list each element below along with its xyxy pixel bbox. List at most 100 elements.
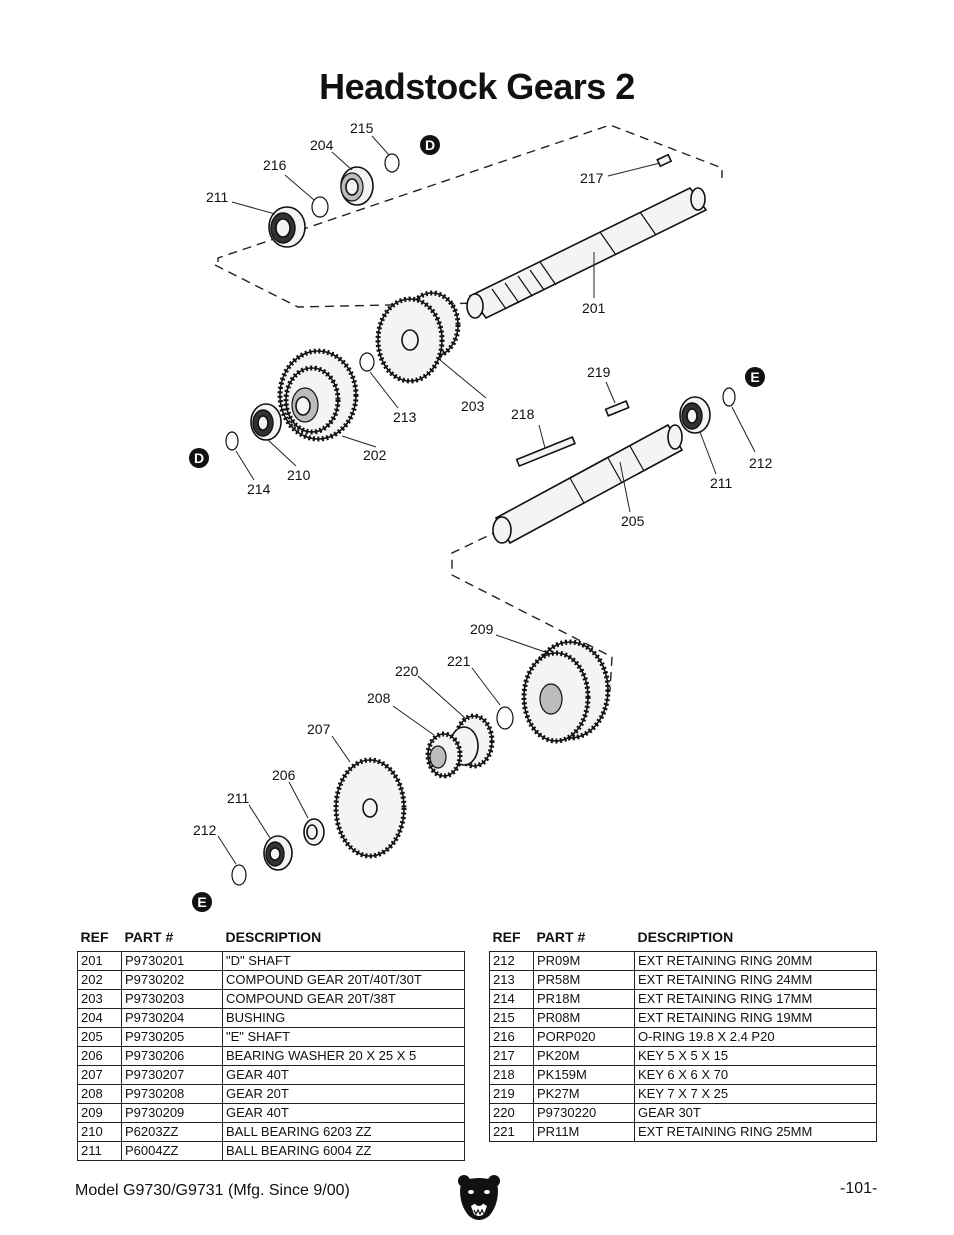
cell-ref: 206 (77, 1046, 122, 1066)
callout-217: 217 (580, 170, 604, 186)
badge-e-bottom: E (192, 892, 212, 912)
key-218 (515, 436, 576, 468)
cell-ref: 219 (489, 1084, 534, 1104)
assembly-line-d-top (217, 124, 723, 262)
cell-ref: 202 (77, 970, 122, 990)
e-shaft-205 (492, 423, 684, 545)
retaining-ring-215 (384, 153, 400, 173)
exploded-parts-diagram: 201 202 203 204 205 206 207 208 209 210 … (189, 120, 773, 912)
cell-ref: 218 (489, 1065, 534, 1085)
callout-210: 210 (287, 467, 311, 483)
cell-description: KEY 7 X 7 X 25 (634, 1084, 877, 1104)
compound-gear-202 (277, 348, 359, 442)
cell-description: COMPOUND GEAR 20T/40T/30T (222, 970, 465, 990)
cell-part-number: PR58M (533, 970, 635, 990)
callout-215: 215 (350, 120, 374, 136)
callout-207: 207 (307, 721, 331, 737)
cell-description: GEAR 40T (222, 1103, 465, 1123)
callout-202: 202 (363, 447, 387, 463)
col-header-description: DESCRIPTION (637, 929, 734, 945)
ball-bearing-211-top (268, 206, 306, 248)
callout-211-top: 211 (206, 189, 229, 205)
cell-part-number: P9730203 (121, 989, 223, 1009)
col-header-ref: REF (492, 929, 521, 945)
cell-part-number: PR09M (533, 951, 635, 971)
badge-e-right: E (745, 367, 765, 387)
callout-206: 206 (272, 767, 296, 783)
col-header-part: PART # (536, 929, 586, 945)
cell-part-number: PK27M (533, 1084, 635, 1104)
cell-part-number: PK20M (533, 1046, 635, 1066)
cell-ref: 213 (489, 970, 534, 990)
bearing-washer-206 (303, 818, 325, 846)
cell-description: GEAR 30T (634, 1103, 877, 1123)
page-number: -101- (840, 1180, 878, 1197)
svg-text:D: D (194, 450, 204, 466)
cell-description: EXT RETAINING RING 19MM (634, 1008, 877, 1028)
ball-bearing-211-bottom (263, 835, 293, 871)
cell-description: KEY 6 X 6 X 70 (634, 1065, 877, 1085)
gear-207 (333, 757, 407, 859)
cell-ref: 217 (489, 1046, 534, 1066)
cell-part-number: P9730205 (121, 1027, 223, 1047)
retaining-ring-221 (496, 706, 514, 730)
cell-description: EXT RETAINING RING 20MM (634, 951, 877, 971)
page-title: Headstock Gears 2 (319, 66, 635, 107)
cell-ref: 211 (77, 1141, 122, 1161)
callout-214: 214 (247, 481, 271, 497)
cell-part-number: P9730209 (121, 1103, 223, 1123)
cell-description: EXT RETAINING RING 17MM (634, 989, 877, 1009)
cell-ref: 201 (77, 951, 122, 971)
cell-ref: 210 (77, 1122, 122, 1142)
table-header-row: REF PART # DESCRIPTION (490, 929, 877, 952)
callout-208: 208 (367, 690, 391, 706)
cell-ref: 205 (77, 1027, 122, 1047)
callout-218: 218 (511, 406, 535, 422)
retaining-ring-212-bottom (231, 864, 247, 886)
gear-209 (521, 639, 611, 744)
cell-description: KEY 5 X 5 X 15 (634, 1046, 877, 1066)
cell-ref: 215 (489, 1008, 534, 1028)
cell-ref: 221 (489, 1122, 534, 1142)
d-shaft-201 (466, 186, 708, 320)
callout-211-bottom: 211 (227, 790, 250, 806)
callout-221: 221 (447, 653, 471, 669)
cell-part-number: PK159M (533, 1065, 635, 1085)
cell-ref: 214 (489, 989, 534, 1009)
cell-part-number: PR11M (533, 1122, 635, 1142)
key-219 (604, 400, 630, 417)
callout-203: 203 (461, 398, 485, 414)
cell-part-number: P9730207 (121, 1065, 223, 1085)
callout-220: 220 (395, 663, 419, 679)
cell-part-number: P9730202 (121, 970, 223, 990)
badge-d-left: D (189, 448, 209, 468)
grizzly-bear-head-logo-icon (458, 1175, 500, 1220)
callout-219: 219 (587, 364, 611, 380)
cell-part-number: P9730220 (533, 1103, 635, 1123)
callout-213: 213 (393, 409, 417, 425)
compound-gear-203 (375, 290, 461, 384)
cell-part-number: P6004ZZ (121, 1141, 223, 1161)
assembly-line-e (451, 529, 613, 691)
cell-ref: 208 (77, 1084, 122, 1104)
cell-part-number: P6203ZZ (121, 1122, 223, 1142)
cell-description: GEAR 40T (222, 1065, 465, 1085)
o-ring-216 (311, 196, 329, 218)
cell-description: BALL BEARING 6203 ZZ (222, 1122, 465, 1142)
